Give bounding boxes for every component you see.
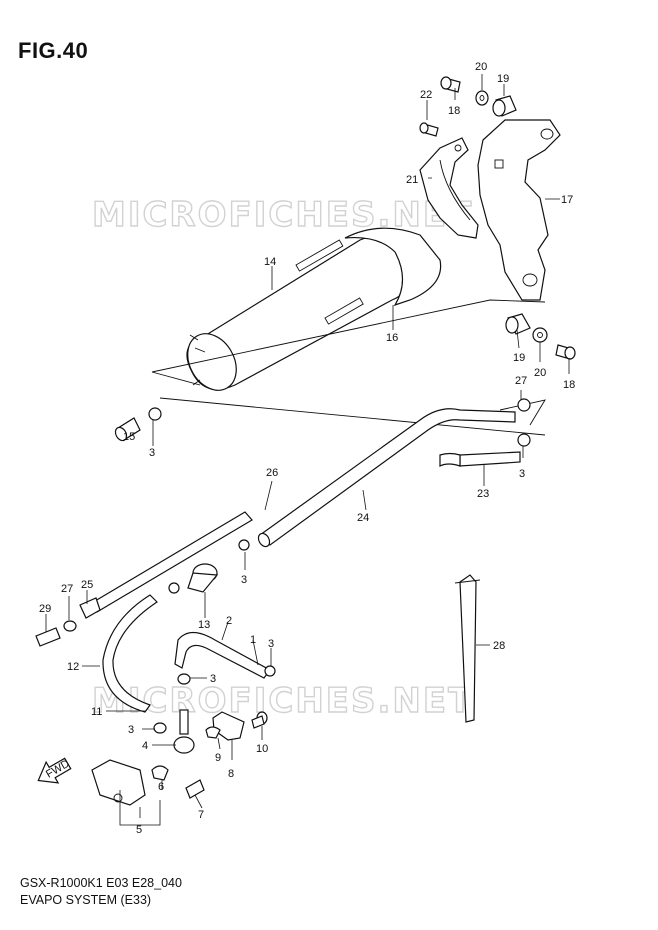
callout-2: 2	[226, 615, 232, 627]
fitting-4	[173, 709, 195, 754]
callout-17: 17	[561, 194, 573, 206]
clip-3-a	[148, 407, 162, 421]
watermark-top: MICROFICHES.NET	[92, 195, 473, 235]
bolt-22	[419, 122, 439, 137]
callout-8: 8	[228, 768, 234, 780]
plug-29	[35, 627, 61, 647]
callout-3-b: 3	[519, 468, 525, 480]
callout-3-c: 3	[241, 574, 247, 586]
evap-canister	[186, 234, 410, 391]
callout-23: 23	[477, 488, 489, 500]
bolt-7	[185, 779, 205, 799]
callout-13: 13	[198, 619, 210, 631]
callout-3-a: 3	[149, 447, 155, 459]
hose-12	[102, 594, 158, 713]
collar-20-upper	[475, 90, 489, 106]
callout-4: 4	[142, 740, 148, 752]
bracket-5	[91, 759, 146, 806]
clip-3-c	[238, 539, 250, 551]
figure-title: FIG.40	[18, 38, 89, 63]
clip-3-b	[517, 433, 531, 447]
grommet-19-lower	[505, 313, 531, 335]
callout-20-lower: 20	[534, 367, 546, 379]
callout-21: 21	[406, 174, 418, 186]
callout-29: 29	[39, 603, 51, 615]
cushion-6	[151, 765, 169, 781]
joint-25	[79, 597, 101, 619]
vacuum-valve-13	[187, 563, 219, 593]
watermark-bottom: MICROFICHES.NET	[92, 681, 473, 721]
callout-3-f: 3	[128, 724, 134, 736]
hose-2	[174, 631, 271, 679]
callout-22: 22	[420, 89, 432, 101]
bolt-18-lower	[555, 344, 576, 360]
callout-3-e: 3	[210, 673, 216, 685]
callout-27-upper: 27	[515, 375, 527, 387]
callout-12: 12	[67, 661, 79, 673]
hose-24	[257, 408, 516, 548]
callout-19-lower: 19	[513, 352, 525, 364]
fwd-arrow-icon: FWD	[37, 757, 72, 784]
callout-1: 1	[250, 634, 256, 646]
callout-3-d: 3	[268, 638, 274, 650]
cap-15	[114, 417, 141, 442]
callout-6: 6	[158, 781, 164, 793]
callout-10: 10	[256, 743, 268, 755]
collar-20-lower	[532, 327, 548, 343]
callout-27-lower: 27	[61, 583, 73, 595]
callout-15: 15	[123, 431, 135, 443]
callout-19-upper: 19	[497, 73, 509, 85]
callout-11: 11	[91, 706, 102, 718]
system-name: EVAPO SYSTEM (E33)	[20, 893, 152, 907]
clip-3-d	[264, 665, 276, 677]
canister-clamp-bracket	[419, 137, 479, 239]
cable-tie-28	[454, 574, 481, 723]
clip-27-b	[63, 620, 77, 632]
callout-20-upper: 20	[475, 61, 487, 73]
callout-14: 14	[264, 256, 276, 268]
bolt-10	[251, 711, 268, 729]
callout-18-lower: 18	[563, 379, 575, 391]
callout-26: 26	[266, 467, 278, 479]
clip-3-e	[177, 673, 191, 685]
bolt-18-upper	[440, 76, 461, 93]
clip-3-g	[168, 582, 180, 594]
grommet-19-upper	[492, 95, 517, 117]
callout-5: 5	[136, 824, 142, 836]
fwd-label: FWD	[44, 758, 72, 781]
model-code: GSX-R1000K1 E03 E28_040	[20, 876, 182, 890]
hose-26	[89, 511, 253, 613]
callout-24: 24	[357, 512, 369, 524]
callout-28: 28	[493, 640, 505, 652]
callout-18-upper: 18	[448, 105, 460, 117]
callout-7: 7	[198, 809, 204, 821]
canister-band	[344, 227, 442, 307]
callout-9: 9	[215, 752, 221, 764]
clip-27-a	[517, 398, 531, 412]
callout-25: 25	[81, 579, 93, 591]
clip-3-f	[153, 722, 167, 734]
canister-bracket	[477, 119, 561, 301]
callout-16: 16	[386, 332, 398, 344]
hose-23	[439, 451, 521, 467]
cushion-9	[205, 726, 221, 739]
